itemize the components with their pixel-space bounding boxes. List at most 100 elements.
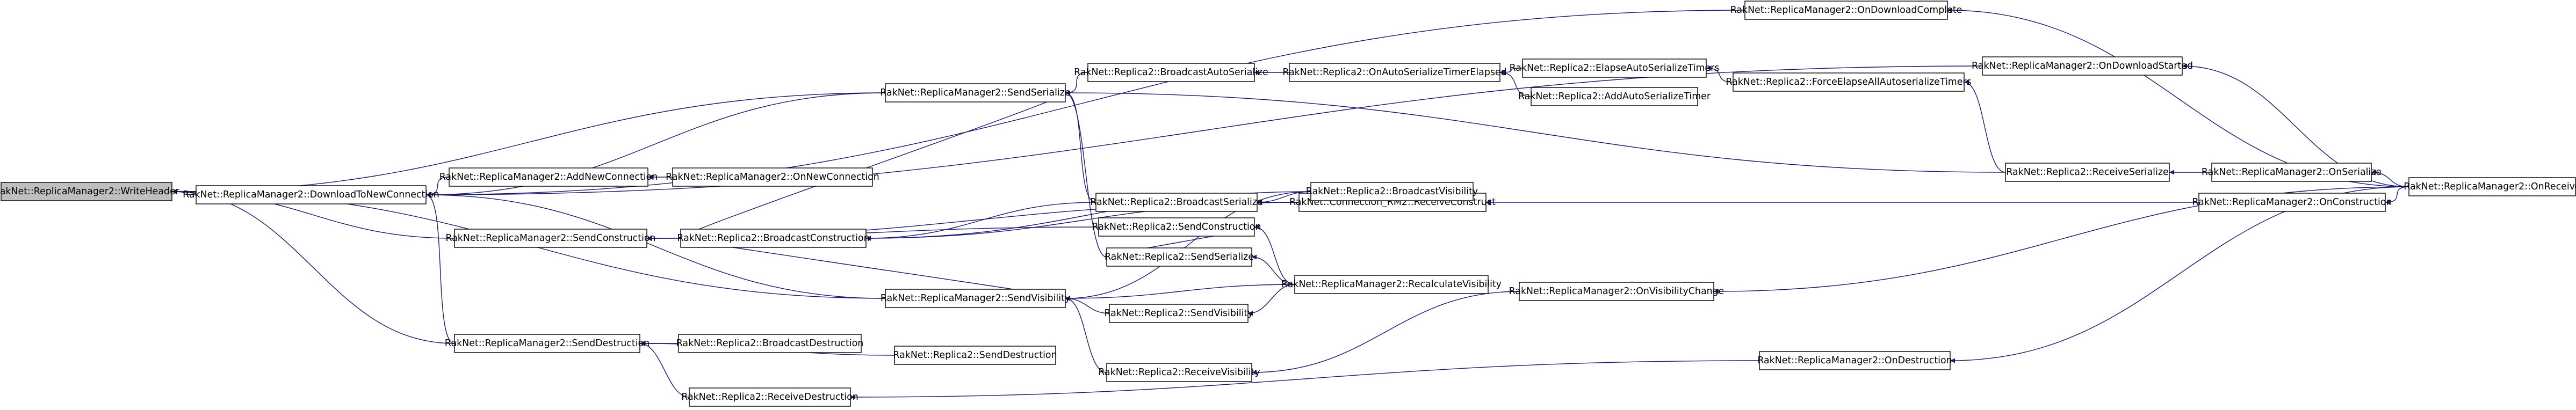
- node-box: [2198, 193, 2386, 212]
- node-on-serialize[interactable]: RakNet::ReplicaManager2::OnSerialize: [2202, 163, 2382, 182]
- node-r2-send-destruction[interactable]: RakNet::Replica2::SendDestruction: [893, 346, 1057, 365]
- edge-on-download-complete-to-download-to-new-connection: [425, 10, 1745, 197]
- node-broadcast-serialize[interactable]: RakNet::Replica2::BroadcastSerialize: [1090, 193, 1263, 212]
- edge-on-receive-to-on-download-complete: [1947, 8, 2409, 187]
- node-box: [1310, 182, 1474, 201]
- edge-on-visibility-change-to-receive-visibility: [1251, 291, 1520, 375]
- node-label: RakNet::Replica2::OnAutoSerializeTimerEl…: [1282, 67, 1506, 78]
- node-r2-send-visibility[interactable]: RakNet::Replica2::SendVisibility: [1104, 304, 1253, 323]
- edge-elapse-auto-serialize-timers-to-on-auto-serialize-timer-elapsed: [1499, 68, 1523, 75]
- edge-broadcast-serialize-to-broadcast-construction: [865, 202, 1096, 241]
- edge-on-receive-to-on-construction: [2385, 186, 2409, 205]
- node-label: RakNet::Replica2::ReceiveVisibility: [1098, 367, 1260, 378]
- edge-send-destruction-to-download-to-new-connection: [425, 192, 455, 344]
- node-broadcast-visibility[interactable]: RakNet::Replica2::BroadcastVisibility: [1306, 182, 1478, 201]
- node-add-auto-serialize-timer[interactable]: RakNet::Replica2::AddAutoSerializeTimer: [1518, 87, 1711, 106]
- node-elapse-auto-serialize-timers[interactable]: RakNet::Replica2::ElapseAutoSerializeTim…: [1510, 58, 1720, 78]
- node-receive-destruction[interactable]: RakNet::Replica2::ReceiveDestruction: [681, 387, 858, 407]
- node-on-new-connection[interactable]: RakNet::ReplicaManager2::OnNewConnection: [666, 167, 879, 187]
- edge-add-new-connection-to-download-to-new-connection: [425, 177, 450, 197]
- node-on-construction[interactable]: RakNet::ReplicaManager2::OnConstruction: [2192, 193, 2392, 212]
- node-label: RakNet::Replica2::BroadcastVisibility: [1306, 186, 1478, 197]
- node-box: [1109, 304, 1249, 323]
- node-box: [672, 167, 873, 187]
- node-on-receive[interactable]: RakNet::ReplicaManager2::OnReceive: [2404, 177, 2576, 196]
- node-box: [1531, 87, 1698, 106]
- node-label: RakNet::ReplicaManager2::OnVisibilityCha…: [1509, 286, 1724, 297]
- node-box: [1095, 193, 1258, 212]
- node-label: RakNet::ReplicaManager2::OnDestruction: [1757, 355, 1952, 366]
- node-label: RakNet::ReplicaManager2::SendDestruction: [445, 338, 650, 349]
- node-label: RakNet::ReplicaManager2::RecalculateVisi…: [1281, 279, 1502, 290]
- node-receive-serialize[interactable]: RakNet::Replica2::ReceiveSerialize: [2005, 163, 2170, 182]
- node-box: [454, 229, 647, 248]
- node-label: RakNet::ReplicaManager2::SendVisibility: [881, 293, 1070, 304]
- node-send-serialize[interactable]: RakNet::ReplicaManager2::SendSerialize: [880, 83, 1071, 102]
- node-box: [2211, 163, 2372, 182]
- node-box: [1744, 1, 1948, 20]
- node-label: RakNet::Replica2::SendVisibility: [1104, 308, 1253, 319]
- node-box: [1289, 63, 1500, 82]
- node-label: RakNet::Replica2::BroadcastSerialize: [1090, 197, 1262, 208]
- node-box: [1522, 58, 1707, 78]
- node-label: RakNet::Replica2::SendDestruction: [893, 350, 1057, 361]
- node-label: RakNet::ReplicaManager2::DownloadToNewCo…: [183, 189, 439, 200]
- node-on-auto-serialize-timer-elapsed[interactable]: RakNet::Replica2::OnAutoSerializeTimerEl…: [1282, 63, 1507, 82]
- node-label: RakNet::Replica2::BroadcastConstruction: [677, 233, 869, 244]
- node-label: RakNet::Replica2::ReceiveSerialize: [2006, 167, 2168, 178]
- edge-add-auto-serialize-timer-to-on-auto-serialize-timer-elapsed: [1499, 70, 1532, 97]
- edge-send-destruction-to-write-header: [171, 189, 455, 344]
- edge-r2-send-visibility-to-send-visibility: [1065, 296, 1110, 314]
- node-box: [678, 334, 862, 353]
- node-on-download-complete[interactable]: RakNet::ReplicaManager2::OnDownloadCompl…: [1730, 1, 1962, 20]
- edge-broadcast-visibility-to-send-visibility: [1065, 191, 1311, 301]
- node-box: [1294, 275, 1489, 294]
- node-r2-send-construction[interactable]: RakNet::Replica2::SendConstruction: [1092, 217, 1261, 237]
- edge-force-elapse-all-autoserialize-timers-to-elapse-auto-serialize-timers: [1706, 65, 1734, 83]
- node-label: RakNet::ReplicaManager2::SendConstructio…: [445, 233, 655, 244]
- node-on-destruction[interactable]: RakNet::ReplicaManager2::OnDestruction: [1757, 351, 1952, 370]
- node-label: RakNet::Replica2::SendSerialize: [1105, 252, 1254, 262]
- edge-broadcast-auto-serialize-to-send-serialize: [1065, 72, 1088, 96]
- edge-receive-destruction-to-send-destruction: [639, 341, 690, 398]
- edge-broadcast-visibility-to-broadcast-serialize: [1257, 191, 1311, 205]
- node-receive-visibility[interactable]: RakNet::Replica2::ReceiveVisibility: [1098, 363, 1260, 382]
- node-send-visibility[interactable]: RakNet::ReplicaManager2::SendVisibility: [881, 289, 1070, 308]
- node-broadcast-construction[interactable]: RakNet::Replica2::BroadcastConstruction: [677, 229, 870, 248]
- node-send-construction[interactable]: RakNet::ReplicaManager2::SendConstructio…: [445, 229, 656, 248]
- node-label: RakNet::Replica2::ElapseAutoSerializeTim…: [1510, 63, 1720, 74]
- edge-recalculate-visibility-to-r2-send-visibility: [1247, 284, 1295, 316]
- node-label: RakNet::Replica2::BroadcastAutoSerialize: [1074, 67, 1268, 78]
- node-broadcast-auto-serialize[interactable]: RakNet::Replica2::BroadcastAutoSerialize: [1074, 63, 1268, 82]
- node-download-to-new-connection[interactable]: RakNet::ReplicaManager2::DownloadToNewCo…: [183, 185, 439, 204]
- node-on-visibility-change[interactable]: RakNet::ReplicaManager2::OnVisibilityCha…: [1509, 282, 1724, 301]
- node-label: RakNet::Replica2::SendConstruction: [1092, 222, 1261, 232]
- edge-r2-send-serialize-to-send-serialize: [1065, 90, 1107, 258]
- node-box: [1519, 282, 1714, 301]
- node-recalculate-visibility[interactable]: RakNet::ReplicaManager2::RecalculateVisi…: [1281, 275, 1502, 294]
- node-label: RakNet::ReplicaManager2::OnConstruction: [2192, 197, 2392, 208]
- node-label: RakNet::Replica2::AddAutoSerializeTimer: [1518, 91, 1711, 102]
- node-box: [1982, 56, 2183, 76]
- edge-recalculate-visibility-to-r2-send-construction: [1254, 224, 1295, 285]
- node-send-destruction[interactable]: RakNet::ReplicaManager2::SendDestruction: [445, 334, 650, 353]
- node-box: [885, 83, 1066, 102]
- node-write-header[interactable]: RakNet::ReplicaManager2::WriteHeader: [0, 182, 180, 201]
- edge-receive-visibility-to-send-visibility: [1065, 296, 1107, 373]
- node-add-new-connection[interactable]: RakNet::ReplicaManager2::AddNewConnectio…: [439, 167, 658, 187]
- node-on-download-started[interactable]: RakNet::ReplicaManager2::OnDownloadStart…: [1972, 56, 2193, 76]
- node-r2-send-serialize[interactable]: RakNet::Replica2::SendSerialize: [1105, 247, 1254, 267]
- node-box: [2408, 177, 2576, 196]
- edge-on-receive-to-on-destruction: [1950, 186, 2409, 363]
- node-box: [1087, 63, 1255, 82]
- node-force-elapse-all-autoserialize-timers[interactable]: RakNet::Replica2::ForceElapseAllAutoseri…: [1726, 72, 1972, 92]
- node-box: [1106, 247, 1252, 267]
- edge-send-serialize-to-download-to-new-connection: [425, 92, 886, 197]
- node-label: RakNet::ReplicaManager2::AddNewConnectio…: [439, 172, 658, 182]
- node-broadcast-destruction[interactable]: RakNet::Replica2::BroadcastDestruction: [676, 334, 864, 353]
- node-label: RakNet::ReplicaManager2::OnDownloadStart…: [1972, 61, 2193, 71]
- edge-recalculate-visibility-to-r2-send-serialize: [1251, 254, 1295, 285]
- edge-broadcast-serialize-to-send-serialize: [1065, 90, 1096, 203]
